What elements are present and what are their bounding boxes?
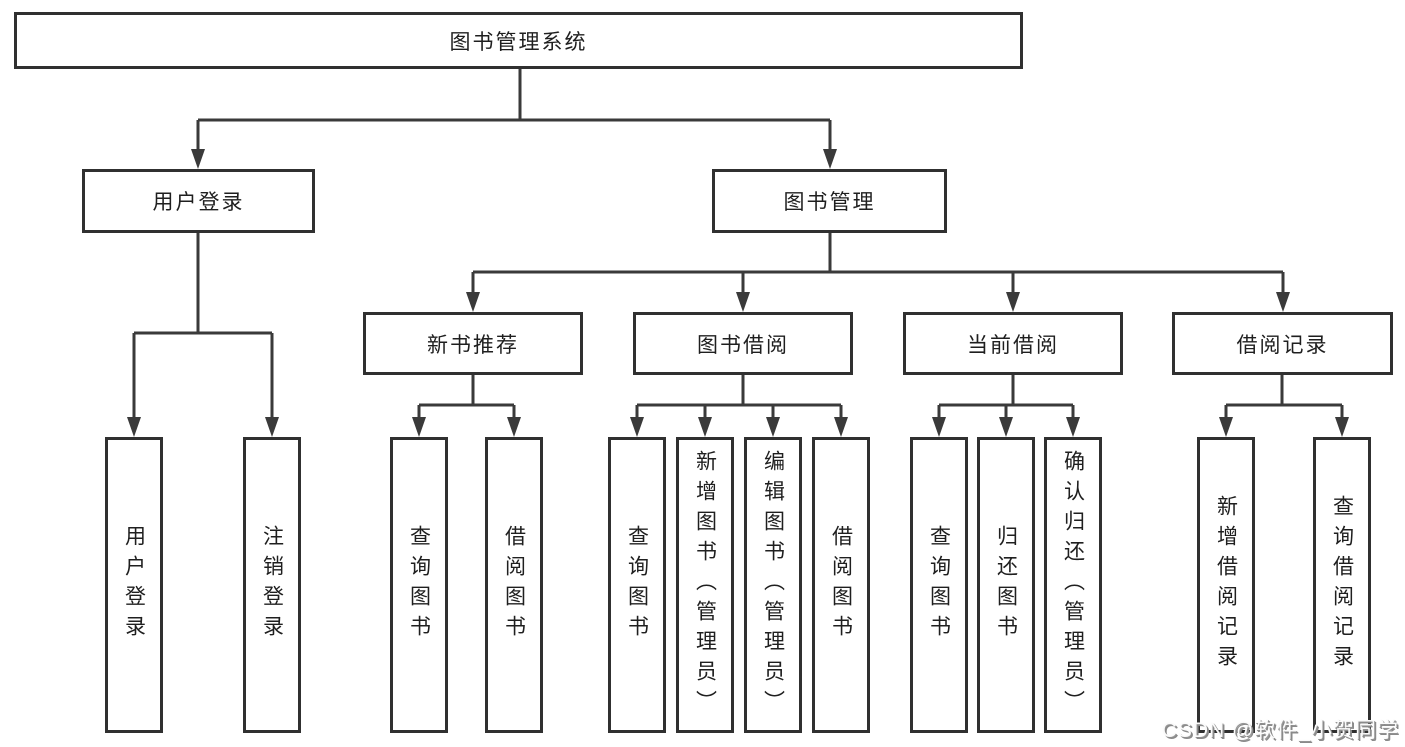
- node-root-system: 图书管理系统: [14, 12, 1023, 69]
- connector-new-book-group: [412, 375, 521, 437]
- leaf-return-book: 归还图书: [977, 437, 1035, 733]
- leaf-borrow-book-recommend: 借阅图书: [485, 437, 543, 733]
- leaf-query-book-recommend: 查询图书: [390, 437, 448, 733]
- leaf-logout: 注销登录: [243, 437, 301, 733]
- connector-borrow-record-group: [1219, 375, 1349, 437]
- leaf-query-book-current: 查询图书: [910, 437, 968, 733]
- leaf-query-borrow-record: 查询借阅记录: [1313, 437, 1371, 733]
- connector-book-borrow-group: [630, 375, 848, 437]
- node-book-borrow: 图书借阅: [633, 312, 853, 375]
- node-new-book-recommend: 新书推荐: [363, 312, 583, 375]
- leaf-borrow-book: 借阅图书: [812, 437, 870, 733]
- leaf-confirm-return-admin: 确认归还（管理员）: [1044, 437, 1102, 733]
- node-book-management: 图书管理: [712, 169, 947, 233]
- node-user-login: 用户登录: [82, 169, 315, 233]
- connector-book-management-group: [466, 233, 1290, 312]
- connector-root-to-level2: [191, 69, 837, 169]
- node-current-borrow: 当前借阅: [903, 312, 1123, 375]
- leaf-add-borrow-record: 新增借阅记录: [1197, 437, 1255, 733]
- leaf-user-login: 用户登录: [105, 437, 163, 733]
- connector-user-login-group: [127, 233, 279, 437]
- leaf-edit-book-admin: 编辑图书（管理员）: [744, 437, 802, 733]
- leaf-add-book-admin: 新增图书（管理员）: [676, 437, 734, 733]
- connector-current-borrow-group: [932, 375, 1080, 437]
- node-borrow-record: 借阅记录: [1172, 312, 1393, 375]
- leaf-query-book-borrow: 查询图书: [608, 437, 666, 733]
